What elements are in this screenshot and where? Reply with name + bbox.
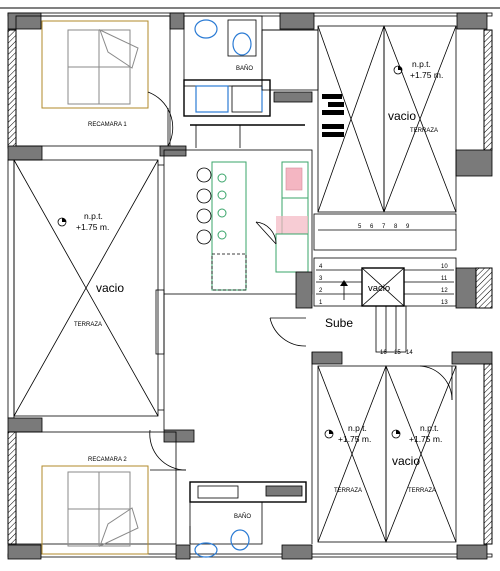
bathroom-top: BAÑO	[183, 15, 313, 148]
svg-text:2: 2	[319, 288, 323, 294]
void-left: n.p.t. +1.75 m. vacio TERRAZA	[13, 159, 165, 417]
shower-icon	[195, 85, 229, 113]
bedroom-2-label: RECAMARA 2	[88, 457, 127, 463]
bedroom-1: RECAMARA 1	[15, 15, 187, 157]
svg-text:4: 4	[319, 264, 323, 270]
svg-text:16: 16	[380, 350, 387, 356]
void-bottom-right: n.p.t. +1.75 m. n.p.t. +1.75 m. vacio TE…	[317, 365, 457, 543]
npt-label-left: n.p.t.	[84, 211, 103, 221]
bedroom-2: RECAMARA 2	[15, 431, 177, 555]
corridor-lower	[149, 294, 313, 544]
svg-text:10: 10	[441, 264, 448, 270]
npt-value-left: +1.75 m.	[76, 222, 109, 232]
svg-text:9: 9	[406, 224, 410, 230]
bed-frame-2	[41, 465, 149, 555]
toilet-icon	[232, 32, 252, 56]
svg-text:14: 14	[406, 350, 413, 356]
stairs-up-label: Sube	[325, 316, 353, 330]
stool-icon	[196, 229, 212, 245]
bathroom-bottom: BAÑO	[189, 481, 307, 558]
void-stair-label: vacio	[368, 283, 390, 294]
npt-value-bottom-a: +1.75 m.	[338, 434, 371, 444]
stool-icon	[196, 188, 212, 204]
svg-text:5: 5	[358, 224, 362, 230]
stair-core: vacio Sube 5 6 7 8 9 4 3 2 1 10 11 12 13…	[269, 213, 457, 356]
svg-text:12: 12	[441, 288, 448, 294]
terrace-top-right-label: TERRAZA	[410, 128, 438, 134]
svg-text:11: 11	[441, 276, 448, 282]
void-bottom-right-label: vacio	[392, 454, 420, 468]
svg-text:3: 3	[319, 276, 323, 282]
terrace-bottom-b-label: TERRAZA	[408, 488, 436, 494]
kitchen	[163, 149, 313, 309]
terrace-bottom-a-label: TERRAZA	[334, 488, 362, 494]
void-left-label: vacio	[96, 281, 124, 295]
terrace-left-label: TERRAZA	[74, 322, 102, 328]
npt-label-bottom-a: n.p.t.	[348, 423, 367, 433]
svg-text:13: 13	[441, 300, 448, 306]
stool-icon	[196, 208, 212, 224]
npt-label-bottom-b: n.p.t.	[420, 423, 439, 433]
bath-bottom-label: BAÑO	[234, 513, 251, 520]
stool-icon	[196, 167, 212, 183]
npt-value-bottom-b: +1.75 m.	[409, 434, 442, 444]
svg-text:7: 7	[382, 224, 386, 230]
left-facade	[7, 29, 43, 545]
void-top-right: vacio TERRAZA n.p.t. +1.75 m.	[261, 25, 457, 213]
stair-marks	[322, 94, 344, 137]
npt-value-top-right: +1.75 m.	[410, 70, 443, 80]
right-facade	[311, 29, 493, 545]
bath-top-label: BAÑO	[236, 65, 253, 72]
svg-text:8: 8	[394, 224, 398, 230]
void-top-right-label: vacio	[388, 109, 416, 123]
sink-icon	[194, 542, 218, 558]
svg-text:1: 1	[319, 300, 323, 306]
svg-text:15: 15	[394, 350, 401, 356]
fridge-icon	[275, 233, 309, 273]
svg-text:6: 6	[370, 224, 374, 230]
bedroom-1-label: RECAMARA 1	[88, 122, 127, 128]
sink-icon	[194, 19, 218, 39]
bottom-wall	[7, 544, 493, 560]
toilet-icon	[230, 529, 250, 551]
bed-frame-1	[41, 20, 149, 109]
npt-label-top-right: n.p.t.	[412, 59, 431, 69]
